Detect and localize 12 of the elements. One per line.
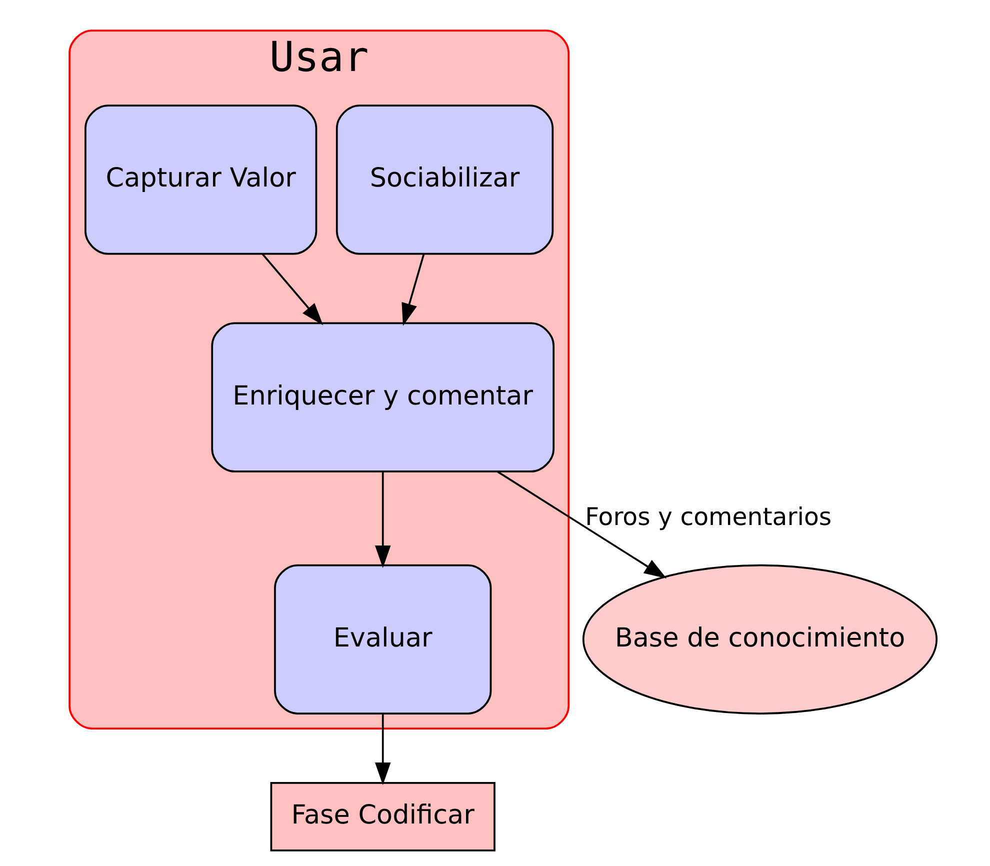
arrow <box>374 714 390 786</box>
node-box: Capturar Valor <box>84 104 317 255</box>
arrow <box>261 253 323 326</box>
node-box: Enriquecer y comentar <box>210 322 554 472</box>
node-box: Sociabilizar <box>335 104 554 255</box>
node-box: Evaluar <box>274 564 492 714</box>
node-box: Fase Codificar <box>270 782 495 852</box>
arrow <box>496 470 666 579</box>
node-ellipse: Base de conocimiento <box>582 564 938 714</box>
arrow <box>401 254 424 326</box>
edge-label: Foros y comentarios <box>584 502 832 531</box>
arrow <box>374 472 390 568</box>
